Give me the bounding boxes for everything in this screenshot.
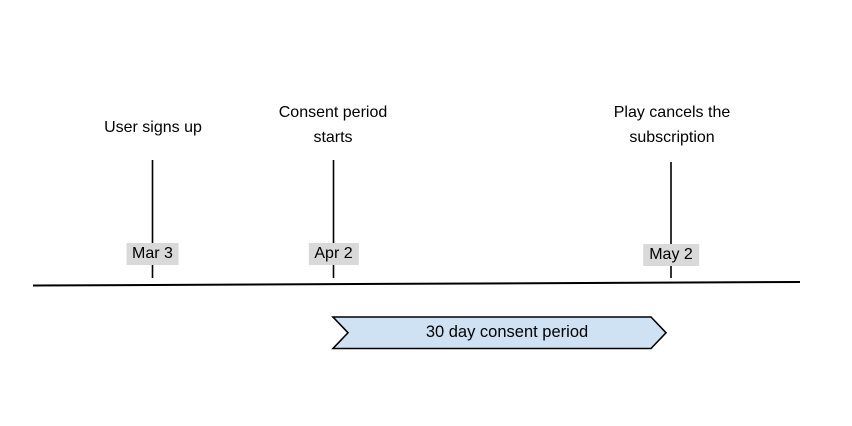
event-label-line: User signs up — [104, 119, 202, 136]
date-label-consent-start: Apr 2 — [308, 243, 359, 265]
event-label-line: starts — [313, 129, 353, 146]
date-label-cancel: May 2 — [643, 244, 699, 266]
date-label-signup: Mar 3 — [126, 243, 179, 265]
consent-period-banner-label: 30 day consent period — [425, 323, 589, 341]
event-label-cancel: Play cancels the subscription — [572, 100, 772, 150]
consent-period-arrow-shape — [331, 316, 668, 350]
event-label-line: Play cancels the — [613, 104, 731, 121]
event-label-signup: User signs up — [53, 115, 253, 140]
event-label-consent-start: Consent period starts — [233, 100, 433, 150]
timeline-axis-line — [32, 281, 801, 287]
event-label-line: subscription — [629, 129, 715, 146]
event-label-line: Consent period — [278, 104, 388, 121]
